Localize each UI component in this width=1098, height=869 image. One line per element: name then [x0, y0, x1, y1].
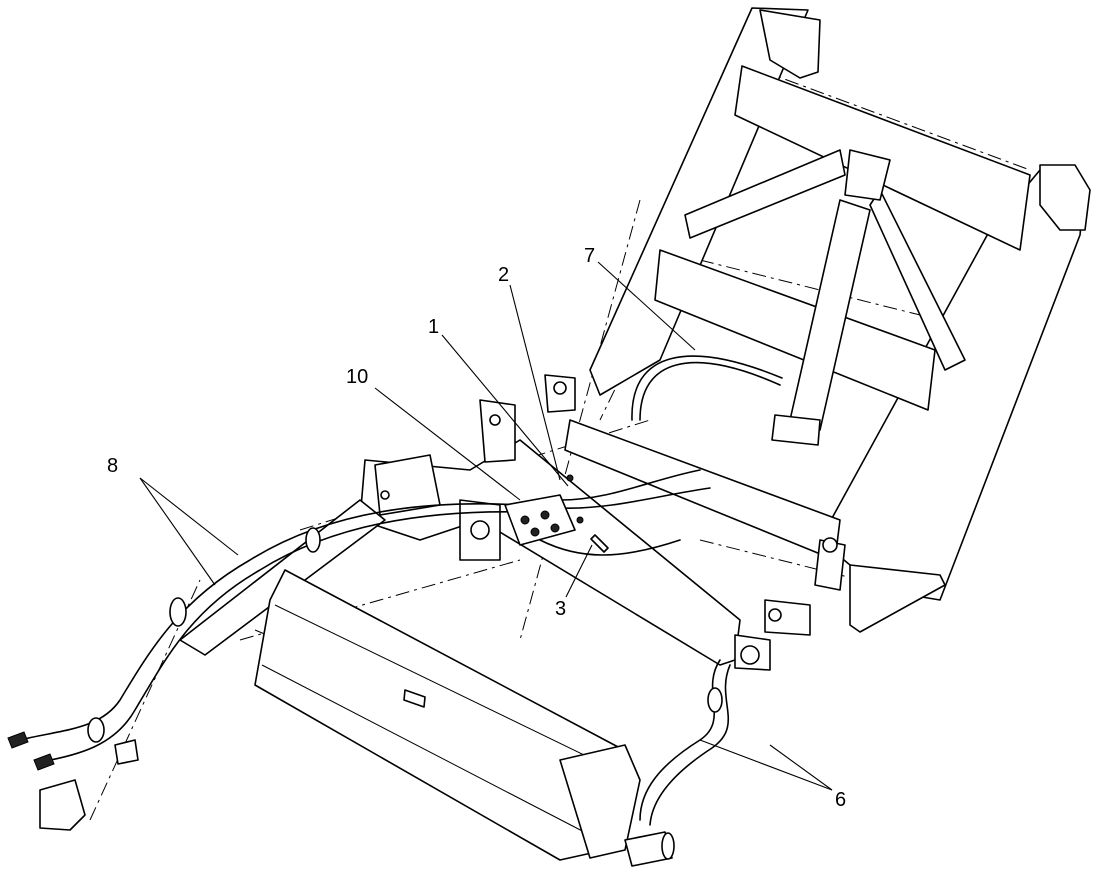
leader-1 — [441, 334, 569, 487]
roller-housing — [39, 569, 675, 867]
control-valve — [504, 474, 609, 553]
callout-1: 1 — [428, 316, 439, 338]
leader-7 — [597, 261, 696, 351]
callout-6: 6 — [835, 789, 846, 811]
leader-lines — [139, 261, 833, 791]
leader-8b — [139, 477, 216, 586]
callout-8: 8 — [107, 455, 118, 477]
callout-labels: 1 2 3 6 7 8 10 — [107, 245, 846, 811]
leader-3 — [565, 544, 593, 598]
callout-2: 2 — [498, 264, 509, 286]
hydraulic-hoses — [7, 355, 783, 826]
leader-6a — [699, 739, 833, 791]
leader-8a — [139, 477, 239, 556]
lift-frame — [564, 7, 1091, 633]
leader-10 — [374, 387, 521, 501]
leader-6b — [769, 744, 833, 791]
callout-7: 7 — [584, 245, 595, 267]
leader-2 — [509, 284, 561, 481]
callout-10: 10 — [346, 366, 368, 388]
callout-3: 3 — [555, 598, 566, 620]
